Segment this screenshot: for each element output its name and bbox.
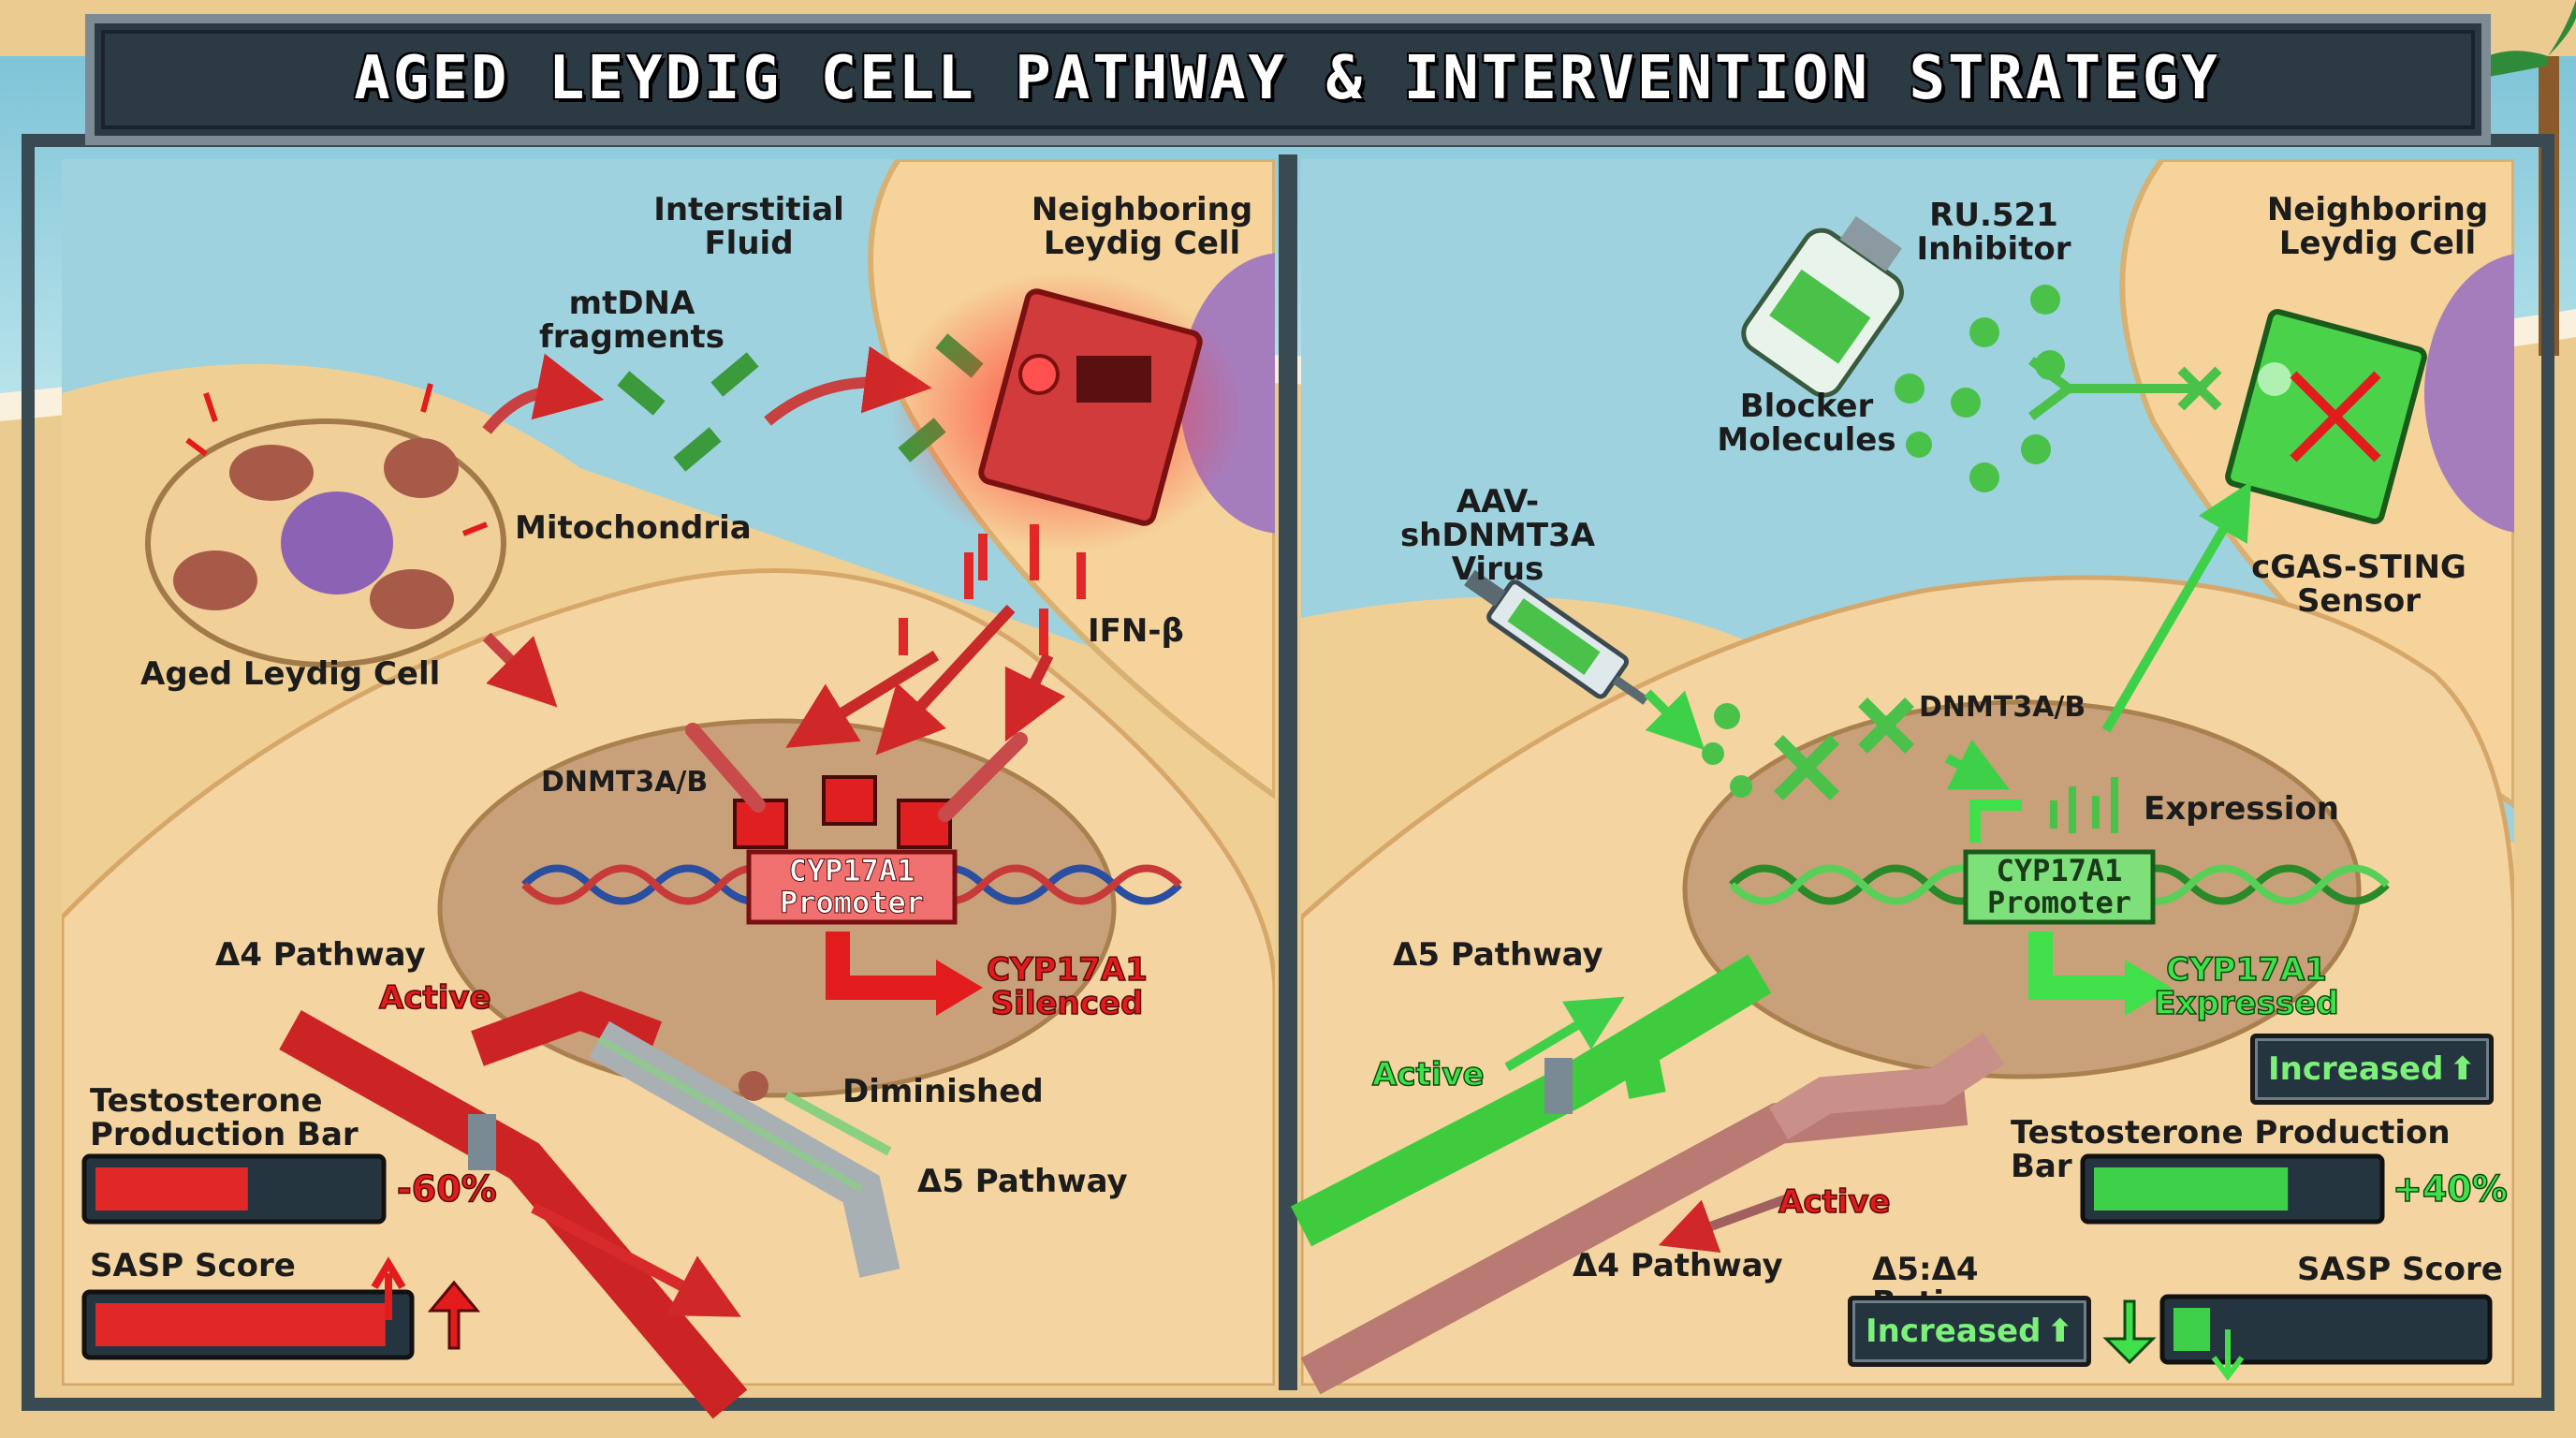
up-arrow-icon: ⬆ [2046, 1313, 2073, 1350]
expression-label: Expression [2144, 790, 2340, 828]
neighboring-cell-label-right: Neighboring Leydig Cell [2266, 191, 2489, 262]
aged-leydig-cell-icon [145, 383, 506, 668]
delta4-pipe-faded-icon [1300, 1033, 2005, 1395]
ratio-increased-badge-text: Increased [1866, 1313, 2042, 1350]
delta4-pipe-icon [279, 990, 748, 1419]
blocker-molecule-icon [1895, 285, 2065, 492]
ifn-beta-signal-icon [899, 524, 1086, 655]
increased-badge-top: Increased⬆ [2250, 1034, 2494, 1105]
delta5-pipe-green-icon [1290, 954, 1772, 1247]
sasp-label-right: SASP Score [2297, 1251, 2503, 1288]
cgas-sting-sensor-icon [2225, 309, 2427, 524]
delta5-pathway-label-left: Δ5 Pathway [917, 1163, 1128, 1200]
increased-badge-top-text: Increased [2268, 1050, 2444, 1088]
testosterone-change-left: -60% [396, 1167, 497, 1211]
delta4-pathway-label-left: Δ4 Pathway [215, 936, 426, 974]
promoter-box-left [746, 849, 958, 925]
delta4-active-label: Active [378, 978, 491, 1018]
testosterone-label-left: Testosterone Production Bar [90, 1082, 359, 1153]
right-panel [1290, 159, 2514, 1395]
dnmt-label-right: DNMT3A/B [1919, 691, 2086, 724]
delta4-active-label-right: Active [1778, 1182, 1891, 1222]
promoter-label-left: CYP17A1 Promoter [779, 853, 925, 920]
testosterone-bar-right [2080, 1153, 2385, 1225]
silenced-label: CYP17A1 Silenced [986, 951, 1148, 1022]
diminished-particle-icon [739, 1071, 768, 1101]
ru521-label: RU.521 Inhibitor [1916, 197, 2071, 268]
mitochondria-label: Mitochondria [515, 509, 752, 547]
delta5-pipe-icon [589, 1020, 900, 1278]
mtdna-fragments-label: mtDNA fragments [538, 285, 725, 356]
left-panel [62, 159, 1275, 1419]
promoter-box-right [1963, 849, 2156, 925]
ru521-bottle-icon [1741, 215, 1904, 398]
testosterone-bar-left [81, 1153, 387, 1225]
aav-virus-label: AAV-shDNMT3A Virus [1399, 483, 1596, 588]
neighboring-cell-label-left: Neighboring Leydig Cell [1031, 191, 1253, 262]
blocker-molecules-label: Blocker Molecules [1717, 388, 1896, 459]
ifn-beta-label: IFN-β [1088, 612, 1184, 650]
interstitial-fluid-label: Interstitial Fluid [653, 191, 844, 262]
promoter-label-right: CYP17A1 Promoter [1986, 853, 2132, 920]
testosterone-change-right: +40% [2392, 1167, 2508, 1211]
cgas-sensor-active-icon [889, 271, 1245, 552]
up-arrow-icon: ⬆ [2449, 1050, 2476, 1088]
testosterone-label-right: Testosterone Production Bar [2011, 1114, 2451, 1185]
diminished-label: Diminished [842, 1073, 1044, 1110]
sasp-bar-right [2102, 1294, 2493, 1381]
sasp-bar-left [81, 1256, 481, 1360]
aged-leydig-cell-label: Aged Leydig Cell [140, 655, 441, 693]
ratio-increased-badge: Increased⬆ [1848, 1296, 2091, 1367]
delta4-pathway-label-right: Δ4 Pathway [1573, 1247, 1783, 1284]
syringe-icon [1464, 569, 1649, 705]
cgas-sting-label: cGAS-STING Sensor [2251, 549, 2466, 620]
sasp-label-left: SASP Score [90, 1247, 296, 1284]
wrench-icon [685, 723, 1028, 822]
expressed-label: CYP17A1 Expressed [2154, 951, 2340, 1022]
delta5-active-label: Active [1371, 1055, 1485, 1094]
page-title: AGED LEYDIG CELL PATHWAY & INTERVENTION … [354, 44, 2220, 113]
delta5-pathway-label-right: Δ5 Pathway [1393, 936, 1603, 974]
dnmt-label-left: DNMT3A/B [541, 766, 709, 799]
